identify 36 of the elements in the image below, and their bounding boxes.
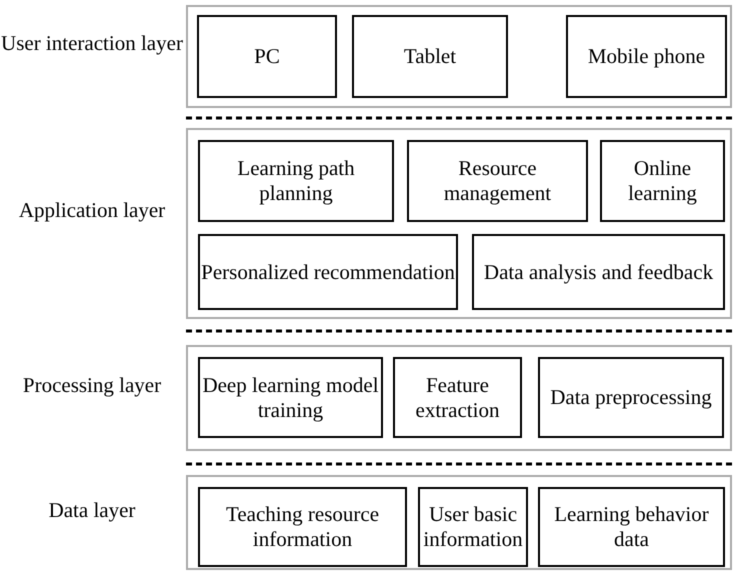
- component-box: [472, 234, 725, 310]
- box-label: Mobile phone: [588, 44, 706, 69]
- box-label: User basic information: [422, 502, 524, 552]
- box-label: Learning path planning: [236, 156, 356, 206]
- component-box: [538, 487, 725, 567]
- box-label: Learning behavior data: [553, 502, 710, 552]
- box-label: Online learning: [627, 156, 698, 206]
- box-label: Data preprocessing: [550, 385, 712, 410]
- component-box: [197, 15, 337, 98]
- layer-panel: [186, 5, 732, 108]
- layer-title: Data layer: [48, 498, 136, 523]
- component-box: [393, 357, 522, 438]
- layer-panel: [186, 475, 732, 570]
- layer-panel: [186, 128, 732, 319]
- component-box: [198, 140, 394, 222]
- component-box: [407, 140, 588, 222]
- box-label: Data analysis and feedback: [484, 260, 714, 284]
- box-label: Deep learning model training: [201, 372, 380, 422]
- component-box: [198, 357, 383, 438]
- box-label: Tablet: [404, 44, 456, 69]
- layer-title: Processing layer: [22, 373, 162, 398]
- box-label: Feature extraction: [414, 372, 500, 422]
- component-box: [600, 140, 725, 222]
- component-box: [566, 15, 727, 98]
- layer-title: Application layer: [18, 198, 166, 223]
- layer-panel: [186, 345, 732, 451]
- component-box: [418, 487, 528, 567]
- box-label: Teaching resource information: [224, 502, 380, 552]
- component-box: [538, 357, 724, 438]
- box-label: Personalized recommendation: [201, 260, 455, 284]
- box-label: PC: [254, 44, 280, 69]
- component-box: [352, 15, 508, 98]
- layer-title: User interaction layer: [0, 31, 184, 56]
- component-box: [198, 234, 458, 310]
- box-label: Resource management: [442, 156, 552, 206]
- component-box: [198, 487, 407, 567]
